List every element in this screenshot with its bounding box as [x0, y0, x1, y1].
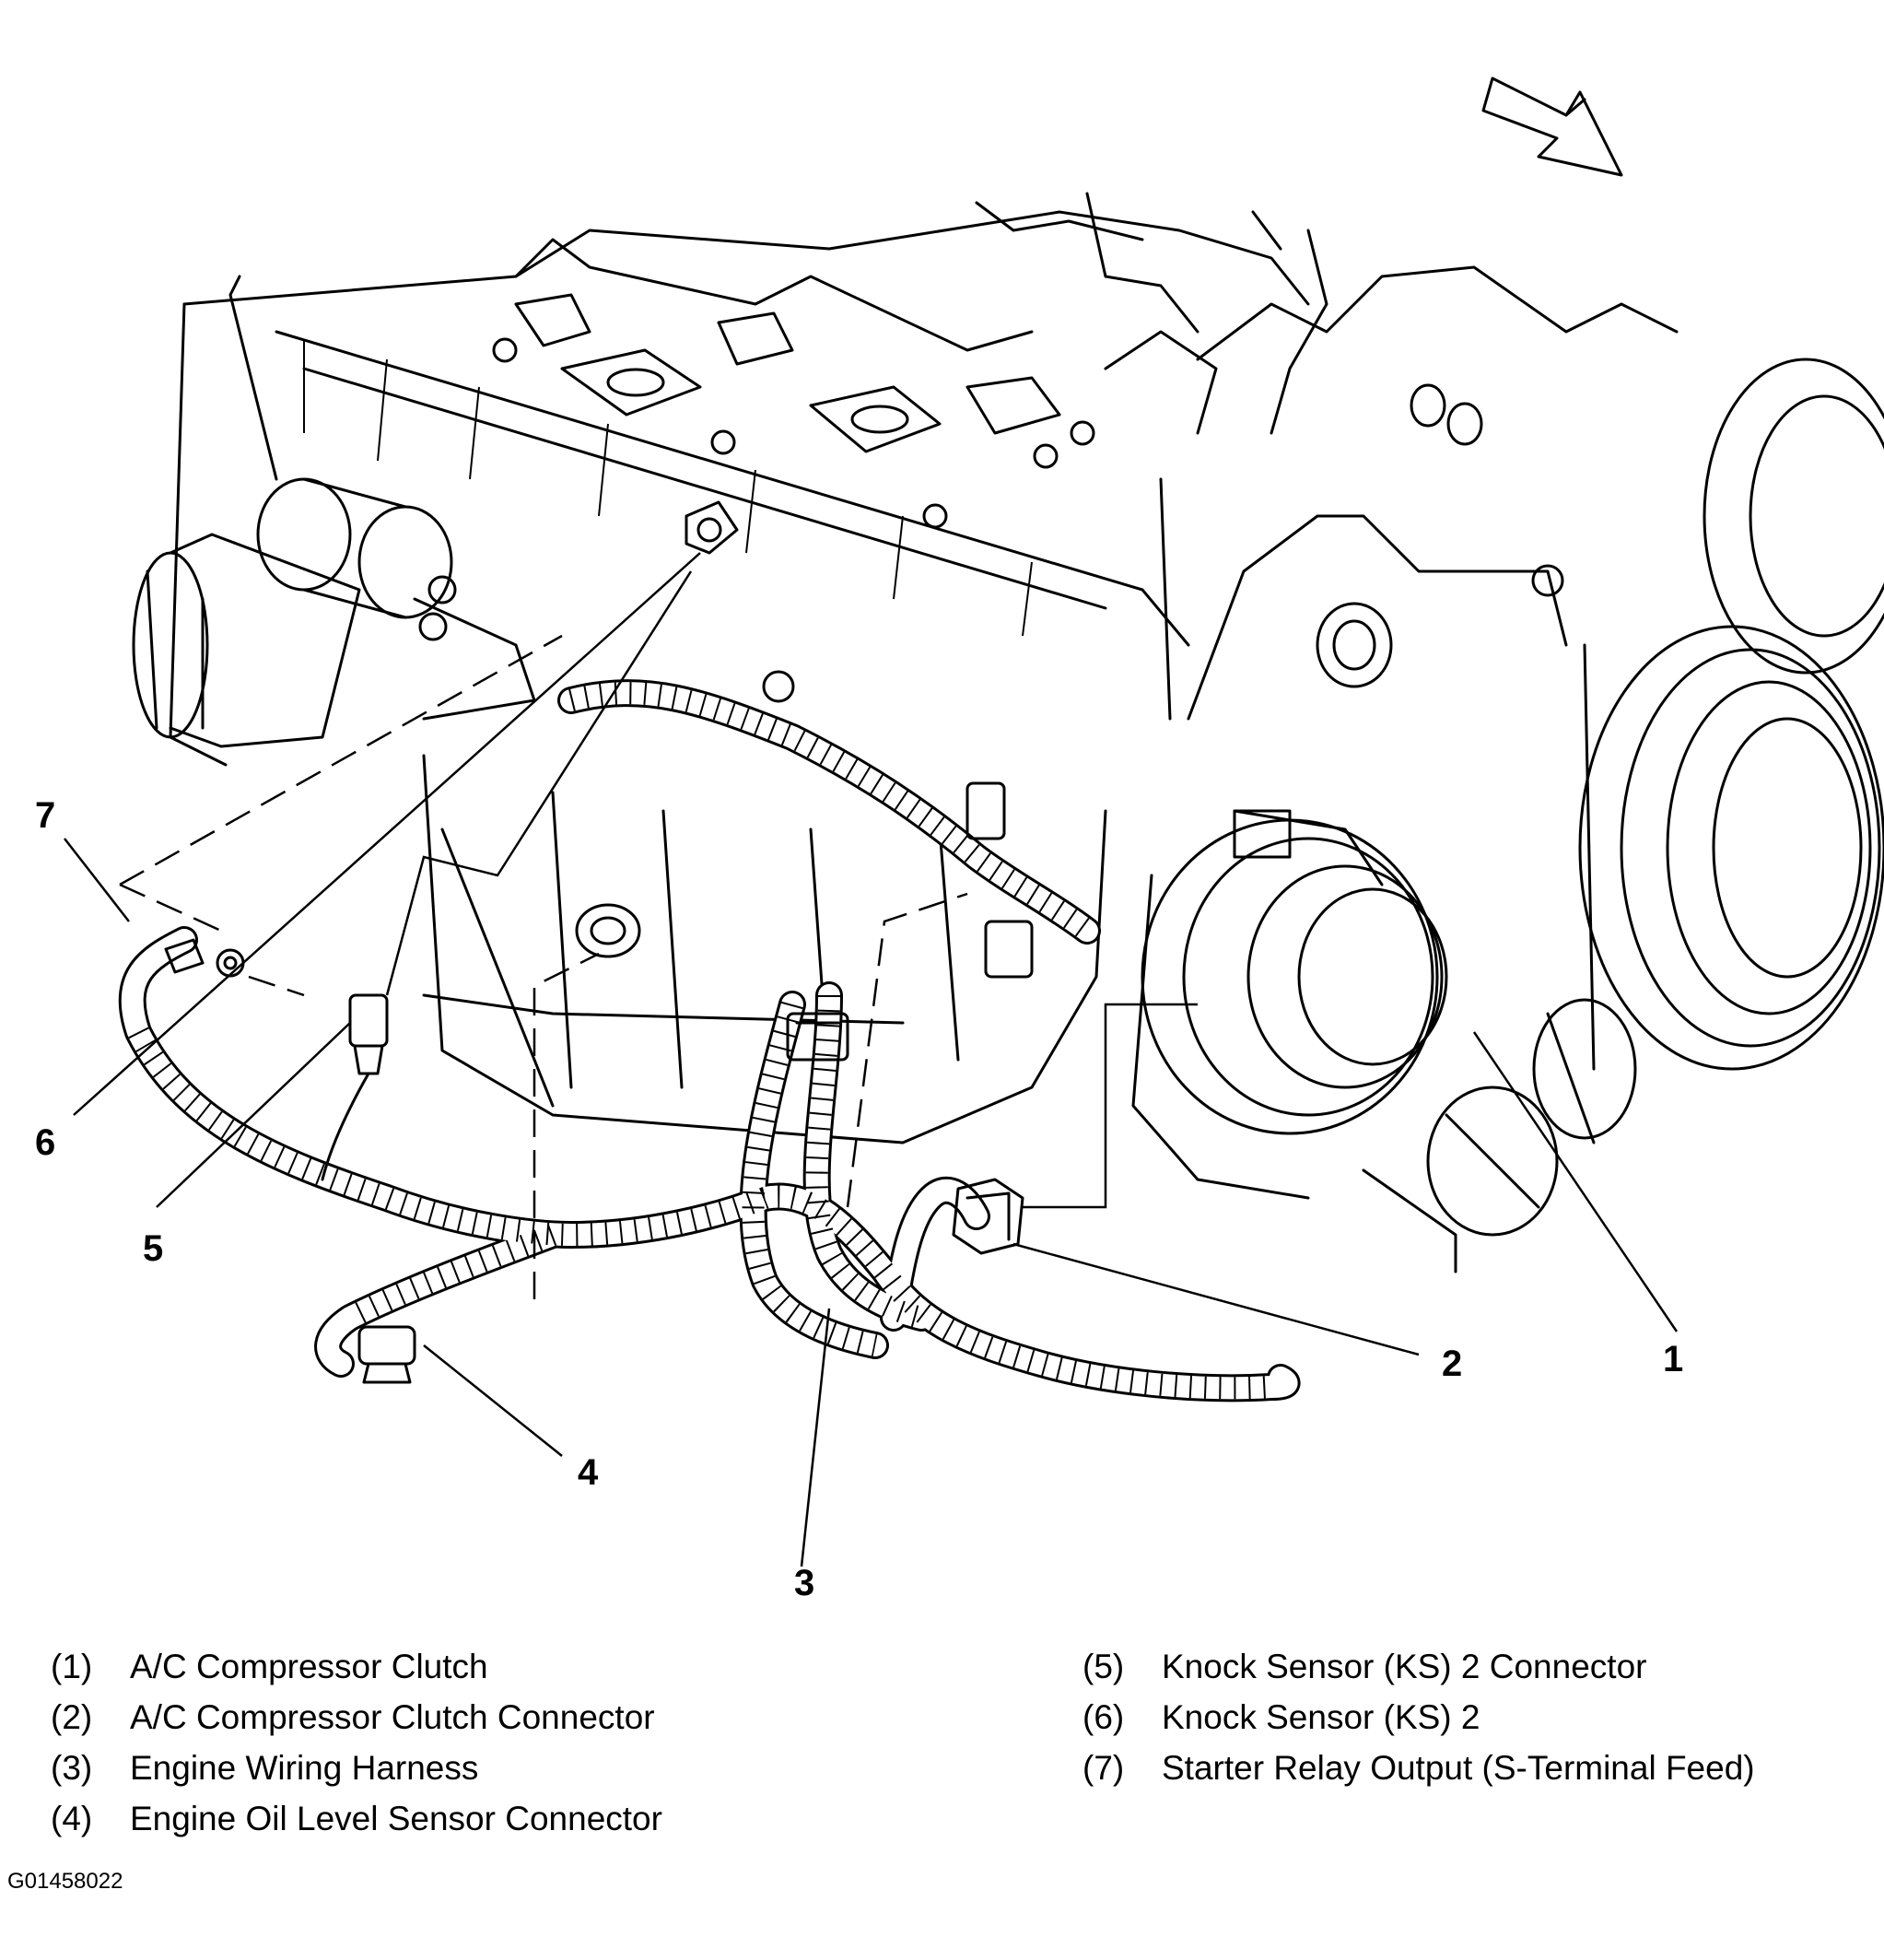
starter-relay-output-terminal	[685, 500, 739, 555]
legend-text: A/C Compressor Clutch Connector	[130, 1698, 655, 1736]
legend-number: (2)	[51, 1698, 93, 1736]
knock-sensor-2-connector	[321, 993, 389, 1181]
callout-5: 5	[143, 1228, 164, 1269]
legend-number: (5)	[1082, 1648, 1125, 1685]
legend-number: (1)	[51, 1648, 93, 1685]
engine-wiring-harness	[118, 679, 1301, 1403]
engine-block	[169, 192, 1328, 767]
front-cover	[1104, 265, 1679, 721]
legend-item: (7) Starter Relay Output (S-Terminal Fee…	[1082, 1751, 1755, 1802]
harness-side-connector	[965, 781, 1034, 979]
oil-level-sensor-connector	[357, 1325, 416, 1384]
legend-item: (5) Knock Sensor (KS) 2 Connector	[1082, 1649, 1755, 1700]
legend-text: A/C Compressor Clutch	[130, 1648, 488, 1685]
view-direction-arrow-icon	[1481, 76, 1623, 177]
legend-text: Starter Relay Output (S-Terminal Feed)	[1162, 1749, 1755, 1787]
legend-text: Knock Sensor (KS) 2 Connector	[1162, 1648, 1647, 1685]
callout-4: 4	[578, 1452, 599, 1493]
oil-pan	[422, 670, 1107, 1144]
callout-3: 3	[794, 1563, 815, 1603]
ac-compressor-clutch-connector	[952, 1178, 1024, 1255]
callout-7: 7	[35, 795, 56, 836]
legend-right-column: (5) Knock Sensor (KS) 2 Connector (6) Kn…	[1082, 1649, 1755, 1802]
legend-item: (6) Knock Sensor (KS) 2	[1082, 1700, 1755, 1751]
legend-item: (2) A/C Compressor Clutch Connector	[51, 1700, 662, 1751]
callout-2: 2	[1442, 1344, 1463, 1384]
legend-left-column: (1) A/C Compressor Clutch (2) A/C Compre…	[51, 1649, 662, 1852]
legend-text: Engine Wiring Harness	[130, 1749, 479, 1787]
ac-compressor	[1131, 809, 1637, 1273]
legend-item: (1) A/C Compressor Clutch	[51, 1649, 662, 1700]
starter-motor	[132, 477, 536, 748]
legend-number: (7)	[1082, 1749, 1125, 1787]
legend-item: (3) Engine Wiring Harness	[51, 1751, 662, 1802]
legend-number: (6)	[1082, 1698, 1125, 1736]
legend-text: Engine Oil Level Sensor Connector	[130, 1800, 662, 1837]
callout-6: 6	[35, 1122, 56, 1163]
crankshaft-pulley	[1578, 358, 1884, 1071]
harness-center-connector	[786, 1012, 849, 1062]
legend-number: (3)	[51, 1749, 93, 1787]
figure-id: G01458022	[7, 1869, 123, 1894]
legend-number: (4)	[51, 1800, 93, 1837]
legend-text: Knock Sensor (KS) 2	[1162, 1698, 1480, 1736]
callout-1: 1	[1663, 1339, 1684, 1379]
legend-item: (4) Engine Oil Level Sensor Connector	[51, 1802, 662, 1852]
leader-lines	[64, 552, 1679, 1567]
engine-illustration	[64, 76, 1884, 1567]
